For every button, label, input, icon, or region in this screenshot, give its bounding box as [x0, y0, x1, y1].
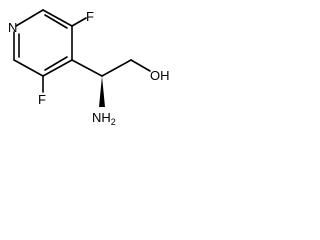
structure-diagram: N F F NH2 OH [8, 9, 170, 127]
bond-c4-chiral [71, 59, 103, 77]
ring-bond-c4-c5-inner [44, 56, 68, 71]
fluorine-bottom-label: F [38, 92, 46, 107]
ring-bond-c2-c3 [42, 9, 73, 27]
ring-bond-n-c2 [15, 9, 44, 27]
amine-label: NH2 [92, 110, 116, 127]
hydroxyl-label: OH [150, 68, 170, 83]
bond-c3-f-top [71, 17, 87, 27]
ring-bond-c4-c5 [42, 59, 73, 77]
ring-nitrogen-label: N [8, 20, 17, 35]
bond-ch2-oh [130, 59, 151, 72]
wedge-bond-chiral-nh2 [99, 76, 105, 107]
ring-bond-c5-c6 [13, 59, 44, 77]
fluorine-top-label: F [86, 9, 94, 24]
amine-text: NH [92, 110, 111, 125]
bond-chiral-ch2 [101, 59, 132, 77]
amine-subscript: 2 [111, 117, 116, 127]
ring-bond-c2-c3-inner [44, 14, 68, 29]
